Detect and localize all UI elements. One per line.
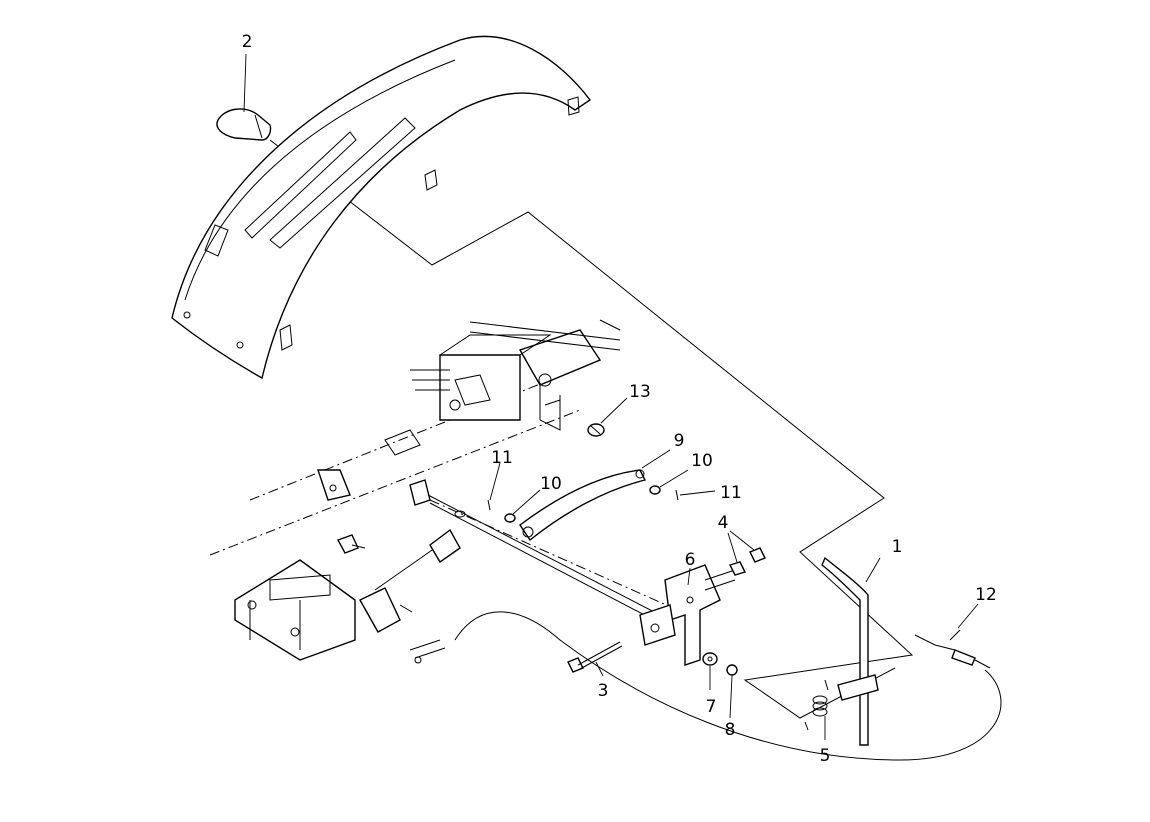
label-part-13: 13 xyxy=(629,382,651,402)
label-part-6: 6 xyxy=(685,550,696,570)
leader-2 xyxy=(243,53,247,113)
knob-part xyxy=(216,108,272,141)
leader-11a xyxy=(489,462,501,501)
nut-part-4-b xyxy=(749,547,766,563)
label-part-10-left: 10 xyxy=(540,474,562,494)
assembly-outline-curve xyxy=(454,611,1002,761)
centerline-upper xyxy=(209,409,581,556)
cotter-pin-part-11-left xyxy=(487,499,491,511)
link-arm-part-9 xyxy=(519,469,647,542)
leader-10b xyxy=(659,469,689,488)
leader-4a xyxy=(727,532,738,563)
label-part-7: 7 xyxy=(706,697,717,717)
bolt-part-3 xyxy=(567,641,623,673)
leader-10a xyxy=(512,489,541,515)
label-part-1: 1 xyxy=(892,537,903,557)
rod-with-pad xyxy=(374,528,461,591)
leader-8 xyxy=(729,675,733,719)
leader-9 xyxy=(641,449,671,469)
label-part-11-right: 11 xyxy=(720,483,742,503)
label-part-9: 9 xyxy=(674,431,685,451)
cotter-pin-part-11-right xyxy=(675,489,679,501)
washer-part-7 xyxy=(702,652,718,666)
label-part-4: 4 xyxy=(718,513,729,533)
leader-1 xyxy=(865,557,881,583)
spring-part-5 xyxy=(804,679,829,731)
washer-part-10-right xyxy=(649,485,661,495)
snap-ring-part-8 xyxy=(726,664,738,676)
lower-left-bracket xyxy=(234,559,356,661)
main-shaft xyxy=(409,479,661,623)
small-lever-bracket xyxy=(359,587,446,664)
pivot-pin xyxy=(336,534,366,554)
leader-3 xyxy=(595,661,604,677)
fender-cover xyxy=(171,35,592,380)
outline-boundary xyxy=(269,139,914,719)
leader-12 xyxy=(957,603,979,629)
bushing-part-13 xyxy=(587,423,605,437)
centerline-shaft xyxy=(429,499,701,621)
frame-bracket xyxy=(384,319,621,456)
left-bracket-small xyxy=(317,469,351,501)
leader-4b xyxy=(729,530,755,551)
label-part-2: 2 xyxy=(242,32,253,52)
leader-6 xyxy=(687,567,691,586)
label-part-3: 3 xyxy=(598,681,609,701)
label-part-5: 5 xyxy=(820,746,831,766)
leader-11b xyxy=(679,490,716,496)
pedal-bracket-part-6 xyxy=(639,564,736,666)
label-part-10-right: 10 xyxy=(691,451,713,471)
pedal-lever-part-1 xyxy=(821,556,879,746)
label-part-11-left: 11 xyxy=(491,448,513,468)
label-part-12: 12 xyxy=(975,585,997,605)
leader-13 xyxy=(600,397,628,424)
washer-part-10-left xyxy=(504,513,516,523)
cable-part-12 xyxy=(914,629,991,669)
nut-part-4-a xyxy=(729,561,746,576)
label-part-8: 8 xyxy=(725,720,736,740)
